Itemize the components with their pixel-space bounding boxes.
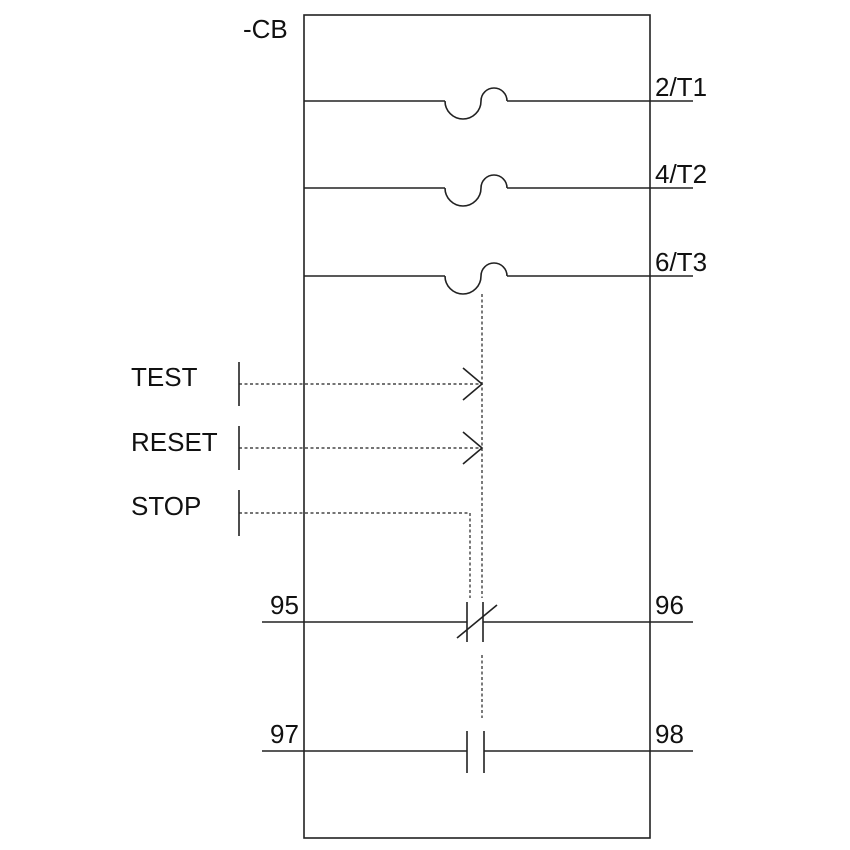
- terminal-6-t3-label: 6/T3: [655, 247, 707, 277]
- phase-line-3: [304, 262, 693, 295]
- terminal-96-label: 96: [655, 590, 684, 620]
- terminal-4-t2-label: 4/T2: [655, 159, 707, 189]
- test-actuator: [238, 362, 484, 406]
- nc-contact-95-96: [262, 602, 693, 642]
- device-label: -CB: [243, 14, 288, 44]
- reset-label: RESET: [131, 427, 218, 457]
- terminal-2-t1-label: 2/T1: [655, 72, 707, 102]
- reset-actuator: [238, 426, 484, 470]
- device-enclosure: [303, 14, 651, 839]
- test-label: TEST: [131, 362, 198, 392]
- phase-line-1: [304, 87, 693, 120]
- phase-line-2: [304, 174, 693, 207]
- terminal-98-label: 98: [655, 719, 684, 749]
- stop-actuator: [238, 490, 471, 598]
- no-contact-97-98: [262, 731, 693, 773]
- terminal-95-label: 95: [270, 590, 299, 620]
- stop-label: STOP: [131, 491, 201, 521]
- terminal-97-label: 97: [270, 719, 299, 749]
